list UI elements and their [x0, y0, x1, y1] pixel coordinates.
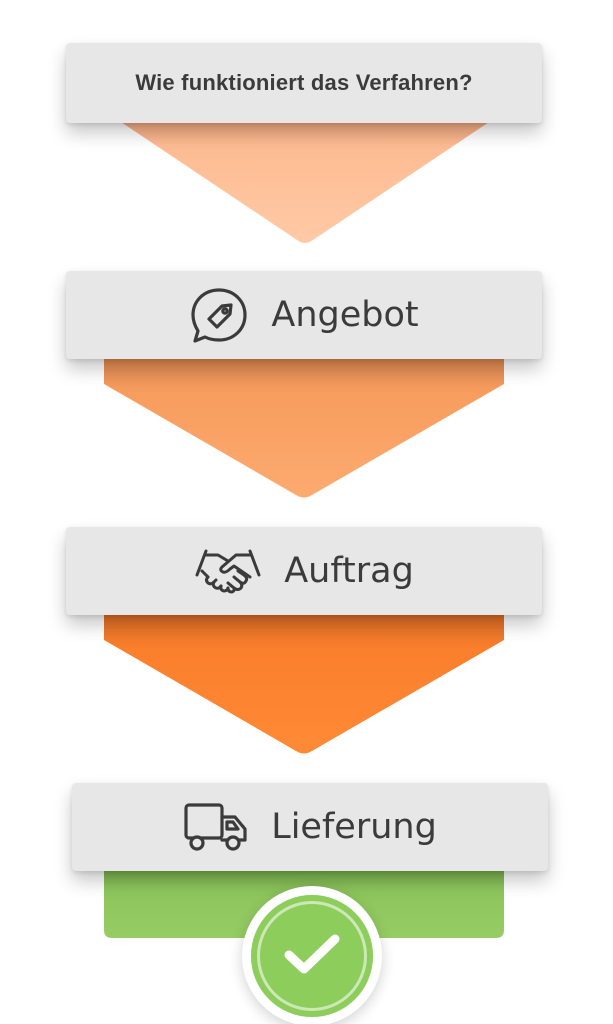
title-chevron — [106, 112, 504, 246]
step-label: Angebot — [271, 295, 419, 335]
step-angebot: Angebot — [66, 271, 542, 359]
check-circle — [251, 895, 373, 1017]
diagram-title: Wie funktioniert das Verfahren? — [135, 70, 473, 95]
price-tag-speech-bubble-icon — [189, 285, 249, 345]
step-lieferung: Lieferung — [72, 783, 548, 871]
handshake-icon — [194, 545, 262, 597]
auftrag-chevron — [104, 604, 504, 756]
title-box: Wie funktioniert das Verfahren? — [66, 43, 542, 123]
completion-badge — [242, 886, 382, 1024]
delivery-truck-icon — [183, 800, 249, 854]
step-label: Lieferung — [271, 807, 437, 847]
angebot-chevron — [104, 348, 504, 500]
checkmark-icon — [281, 931, 343, 982]
step-label: Auftrag — [284, 551, 414, 591]
step-auftrag: Auftrag — [66, 527, 542, 615]
